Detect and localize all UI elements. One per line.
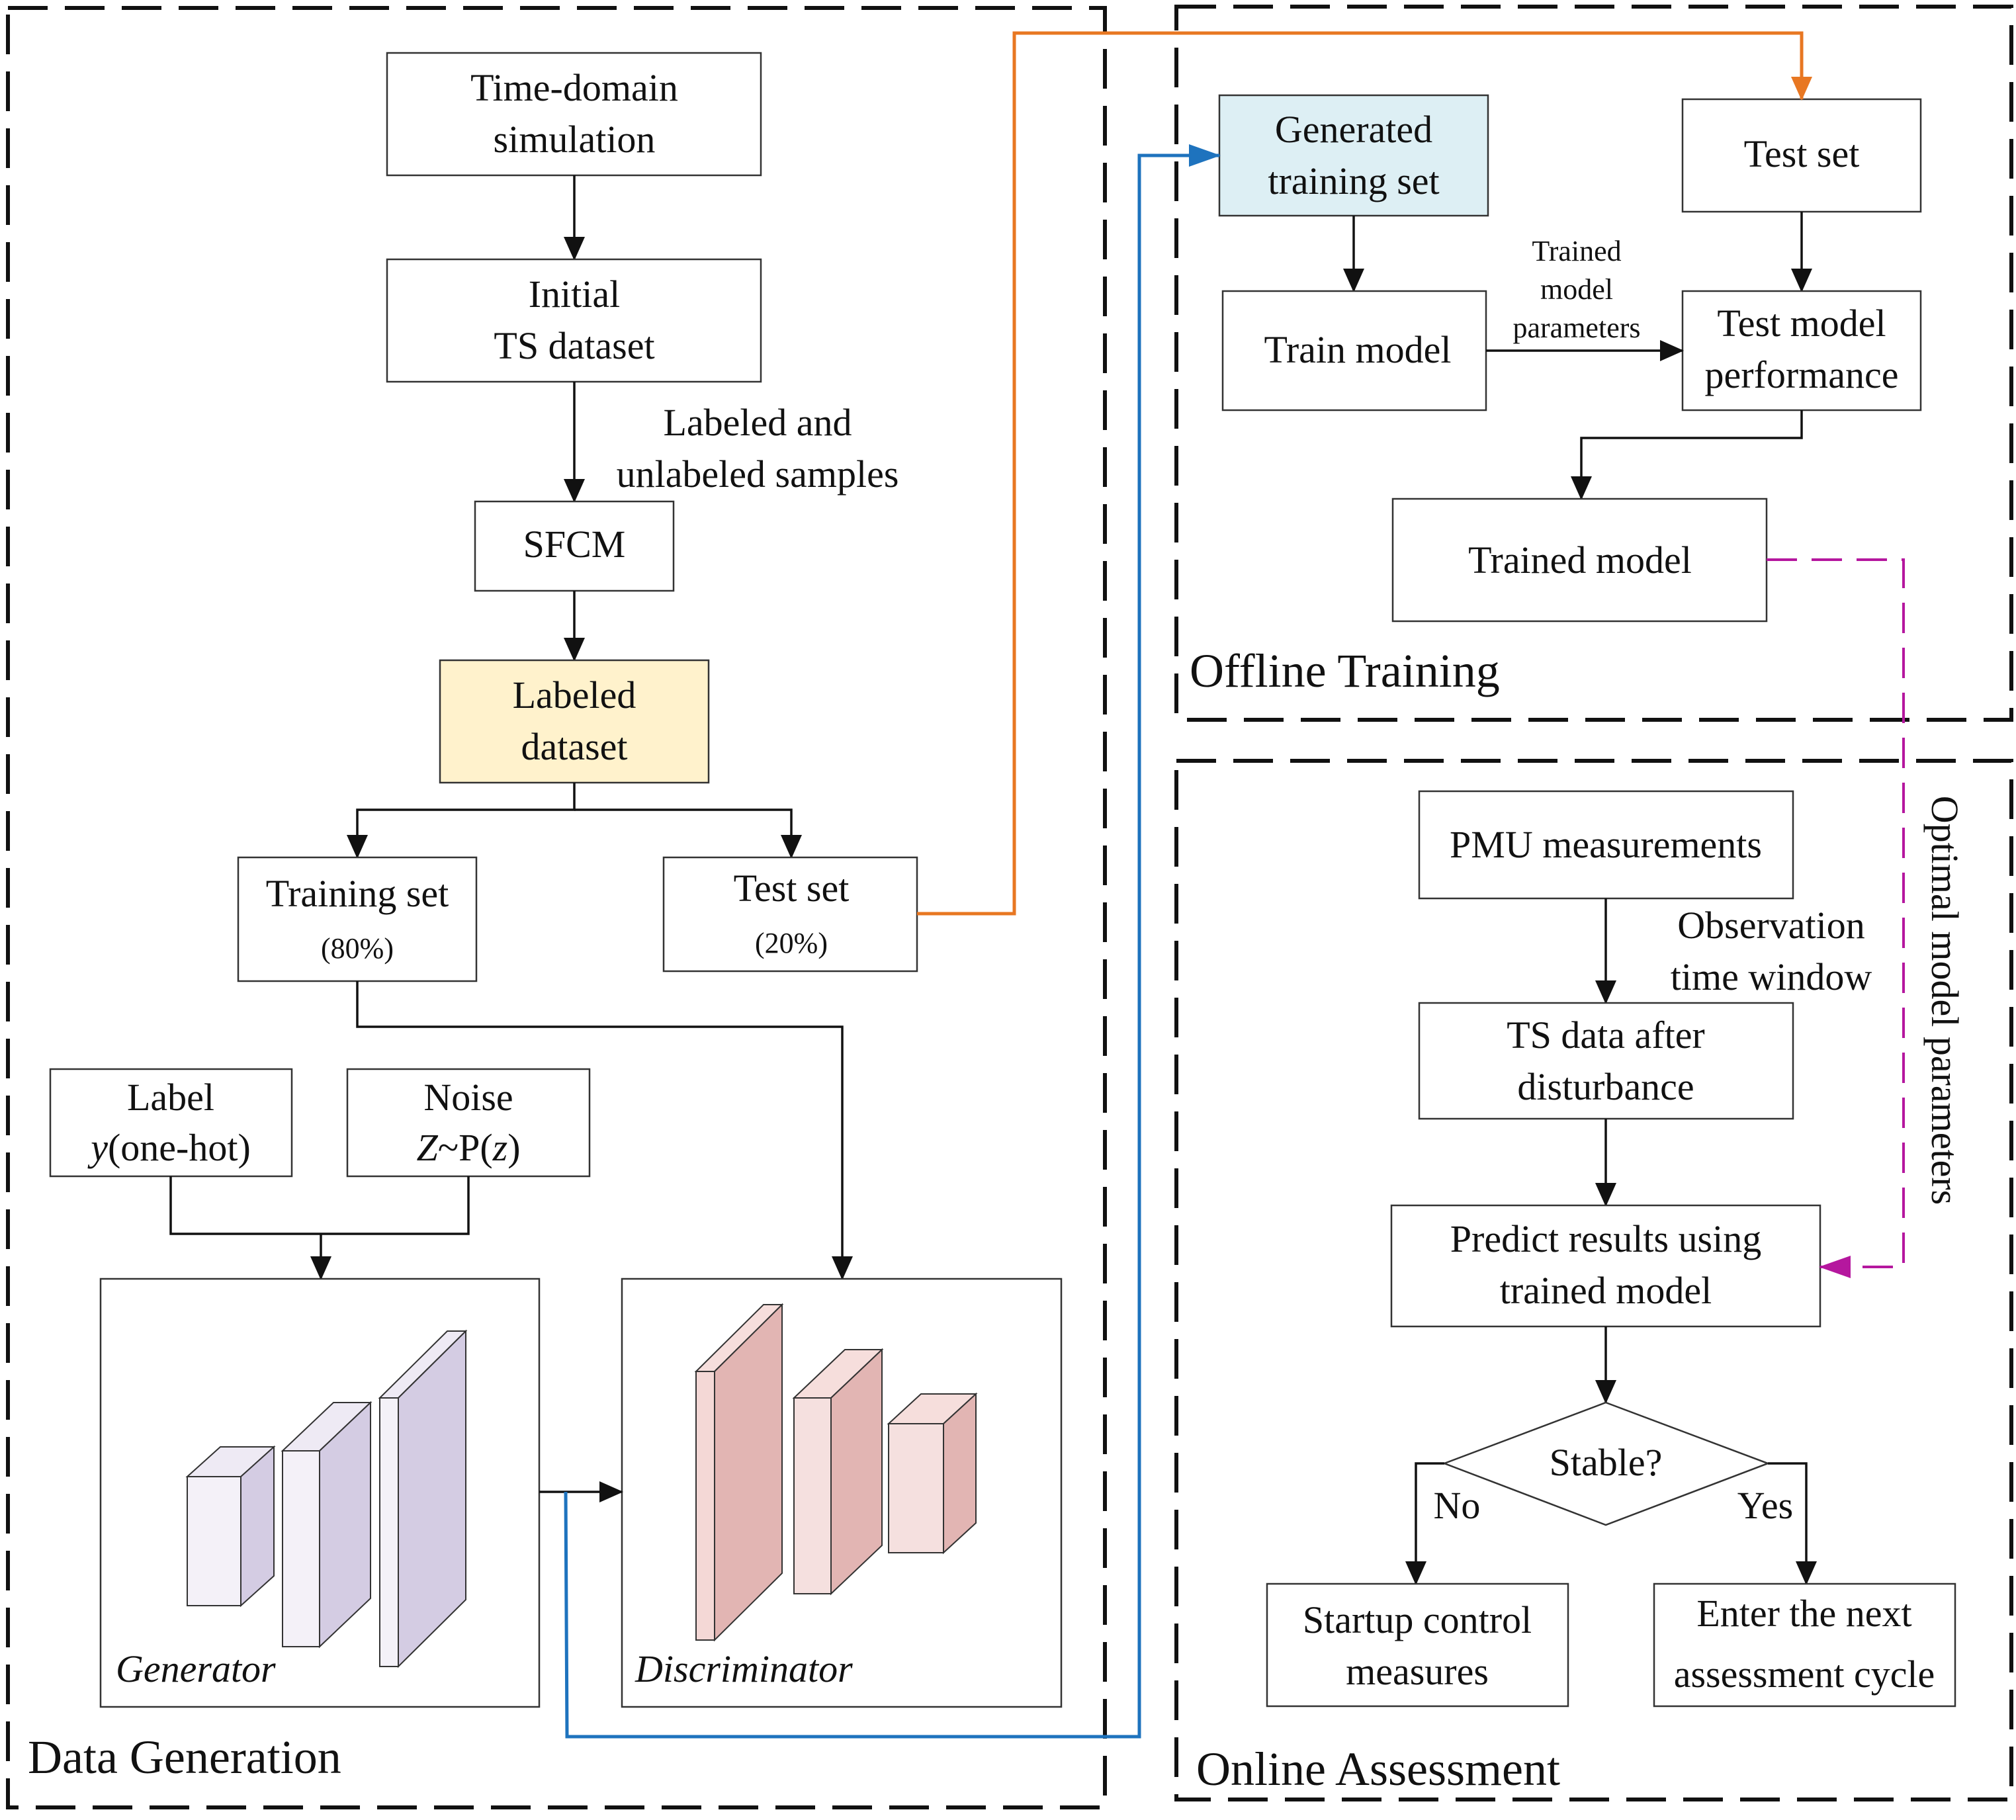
orange-test-set-connector [917, 31, 1812, 916]
discriminator-layer-2 [792, 1348, 884, 1596]
labeled-unlabeled-line1: Labeled and [663, 401, 852, 444]
noise-zlow: z [492, 1126, 508, 1169]
enter-next-line1: Enter the next [1696, 1592, 1911, 1635]
test-set-label: Test set [734, 867, 850, 910]
pmu-measurements-box: PMU measurements [1418, 790, 1794, 900]
labeled-unlabeled-line2: unlabeled samples [617, 453, 899, 496]
test-performance-line1: Test model [1717, 302, 1886, 345]
test-model-performance-box: Test model performance [1681, 290, 1922, 412]
offline-test-set-label: Test set [1744, 132, 1860, 175]
test-set-pct: (20%) [755, 927, 828, 959]
ts-data-line2: disturbance [1517, 1065, 1694, 1108]
sfcm-label: SFCM [523, 523, 626, 566]
offline-training-border [1174, 5, 2013, 722]
training-set-pct: (80%) [321, 932, 394, 965]
time-domain-line2: simulation [494, 118, 656, 161]
data-generation-title: Data Generation [28, 1731, 341, 1784]
labeled-dataset-fill [439, 659, 710, 784]
test-performance-line2: performance [1704, 353, 1898, 396]
noise-box-line2: Z~P(z) [416, 1126, 520, 1169]
blue-generated-connector [564, 144, 1221, 1739]
enter-next-line2: assessment cycle [1674, 1653, 1935, 1696]
training-set-label: Training set [266, 872, 449, 915]
offline-training-title: Offline Training [1190, 644, 1500, 697]
label-rest: (one-hot) [108, 1126, 251, 1169]
label-var: y [87, 1126, 108, 1169]
predict-line1: Predict results using [1450, 1217, 1761, 1260]
noise-box: Noise Z~P(z) [346, 1068, 591, 1178]
discriminator-label: Discriminator [635, 1647, 853, 1690]
discriminator-layer-1 [694, 1303, 784, 1642]
magenta-optimal-params-connector [1767, 558, 1905, 1278]
observation-line1: Observation [1677, 904, 1865, 947]
offline-test-set-box: Test set [1681, 98, 1922, 213]
generated-training-set-box: Generated training set [1218, 94, 1489, 217]
noise-z: Z [416, 1126, 438, 1169]
training-set-box: Training set (80%) [237, 856, 478, 982]
startup-line1: Startup control [1303, 1598, 1532, 1641]
predict-results-box: Predict results using trained model [1390, 1204, 1821, 1328]
noise-tilde: ~P( [438, 1126, 493, 1169]
trained-model-box: Trained model [1391, 498, 1768, 623]
generator-layer-2 [281, 1401, 373, 1649]
stable-label: Stable? [1550, 1441, 1663, 1484]
noise-close: ) [507, 1126, 520, 1169]
ts-data-line1: TS data after [1507, 1014, 1705, 1057]
discriminator-layer-3 [887, 1392, 978, 1555]
time-domain-simulation-box: Time-domain simulation [386, 52, 762, 177]
initial-ts-line2: TS dataset [494, 324, 654, 367]
labeled-dataset-line2: dataset [521, 725, 627, 768]
label-box-line1: Label [127, 1076, 214, 1119]
predict-line2: trained model [1500, 1269, 1712, 1312]
startup-control-box: Startup control measures [1266, 1582, 1569, 1708]
data-generation-border [6, 6, 1107, 1809]
no-label: No [1434, 1484, 1481, 1527]
trained-params-line2: model [1540, 273, 1613, 306]
test-set-box: Test set (20%) [662, 856, 918, 973]
yes-label: Yes [1737, 1484, 1793, 1527]
generator-label: Generator [116, 1647, 276, 1690]
train-model-label: Train model [1264, 328, 1451, 371]
trained-params-line1: Trained [1532, 235, 1621, 267]
label-box-line2: y(one-hot) [87, 1126, 251, 1169]
labeled-dataset-box: Labeled dataset [439, 659, 710, 784]
noise-box-line1: Noise [423, 1076, 513, 1119]
generator-box: Generator [99, 1278, 541, 1708]
observation-line2: time window [1671, 955, 1872, 998]
ts-data-after-disturbance-box: TS data after disturbance [1418, 1002, 1794, 1120]
discriminator-box: Discriminator [621, 1278, 1063, 1708]
labeled-dataset-line1: Labeled [513, 673, 636, 716]
generated-training-fill [1218, 94, 1489, 217]
initial-ts-line1: Initial [529, 273, 621, 316]
enter-next-cycle-box: Enter the next assessment cycle [1653, 1582, 1956, 1708]
online-assessment-border [1174, 759, 2013, 1801]
trained-params-line3: parameters [1513, 312, 1641, 344]
label-box: Label y(one-hot) [49, 1068, 293, 1178]
generated-training-line1: Generated [1275, 108, 1432, 151]
time-domain-line1: Time-domain [470, 66, 678, 109]
trained-model-label: Trained model [1468, 539, 1692, 582]
sfcm-box: SFCM [474, 500, 675, 592]
optimal-params-label: Optimal model parameters [1923, 796, 1966, 1205]
initial-ts-dataset-box: Initial TS dataset [386, 258, 762, 383]
online-assessment-title: Online Assessment [1196, 1743, 1560, 1796]
stable-decision-diamond: Stable? [1442, 1401, 1771, 1526]
generated-training-line2: training set [1268, 159, 1439, 202]
train-model-box: Train model [1221, 290, 1487, 412]
startup-line2: measures [1346, 1650, 1489, 1693]
generator-layer-1 [185, 1445, 276, 1608]
pmu-label: PMU measurements [1450, 823, 1762, 866]
generator-layer-3 [378, 1329, 468, 1668]
